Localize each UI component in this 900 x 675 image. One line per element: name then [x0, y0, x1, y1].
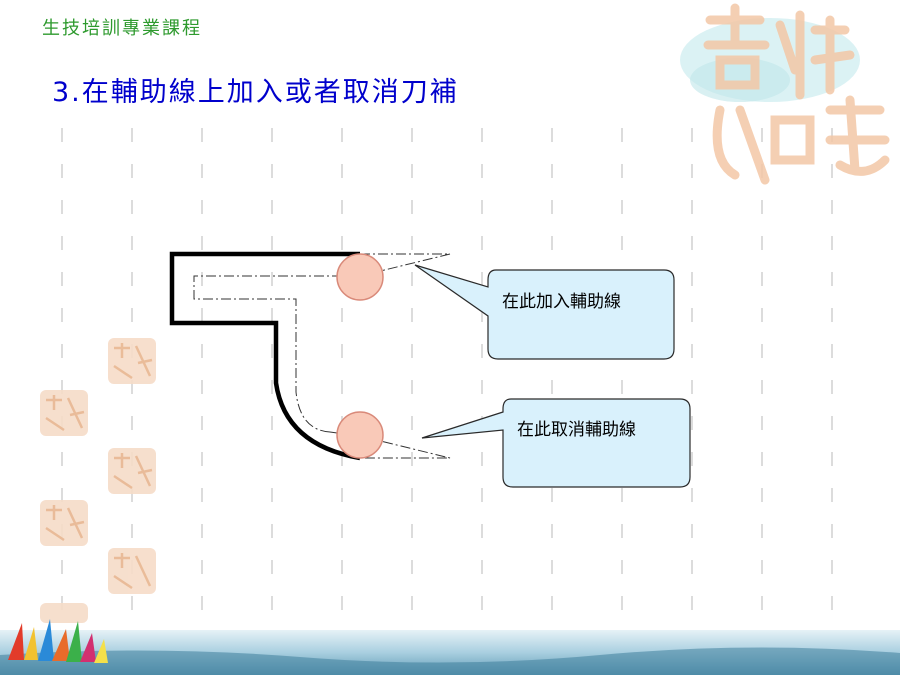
callout-box-cancel — [421, 398, 691, 488]
part-contour — [169, 251, 361, 461]
tool-circle-bottom — [336, 411, 384, 459]
decorative-sea-band — [0, 619, 900, 675]
callout-box-add — [414, 264, 675, 360]
slide-title: 3.在輔助線上加入或者取消刀補 — [52, 70, 459, 109]
sailboat-icons — [8, 619, 108, 663]
auxiliary-line-top — [359, 253, 451, 277]
callout-cancel-auxiliary-line: 在此取消輔助線 — [517, 420, 636, 440]
slide-number: 3. — [52, 77, 82, 108]
decorative-seals-left — [40, 338, 156, 623]
course-title: 生技培訓專業課程 — [42, 18, 202, 39]
tool-circle-top — [336, 253, 384, 301]
callout-add-auxiliary-line: 在此加入輔助線 — [502, 292, 621, 312]
tool-center-path — [193, 275, 360, 433]
slide-title-text: 在輔助線上加入或者取消刀補 — [81, 77, 459, 108]
auxiliary-line-bottom — [329, 431, 451, 459]
decorative-seal-large — [680, 3, 890, 185]
